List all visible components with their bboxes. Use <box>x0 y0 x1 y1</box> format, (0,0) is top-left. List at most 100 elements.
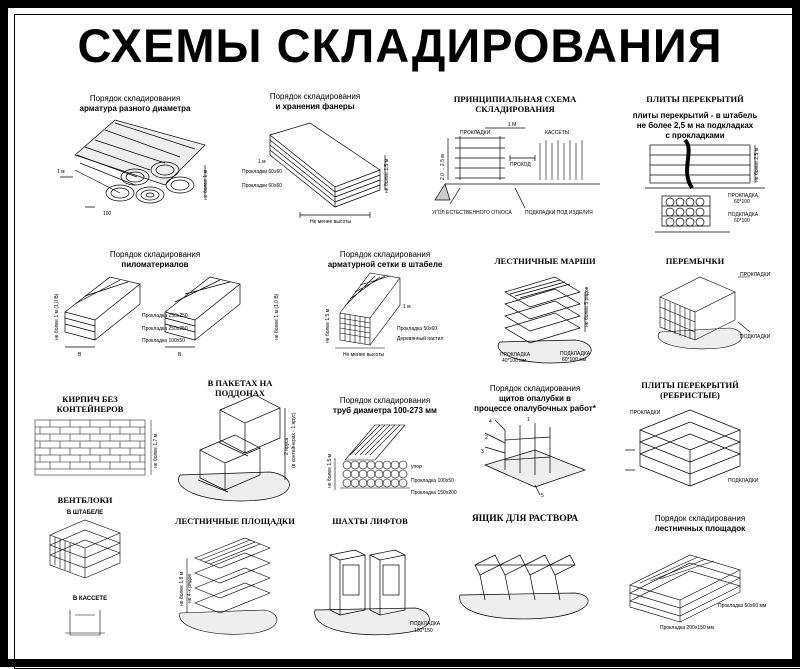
principal-caption-line2: СКЛАДИРОВАНИЯ <box>475 104 555 114</box>
stairs-label-4: ПРОКЛАДКА <box>500 352 531 358</box>
principal-label-6: УГОЛ ЕСТЕСТВЕННОГО ОТКОСА <box>432 210 512 216</box>
landings-order-line2: лестничных площадок <box>654 524 746 533</box>
principal-caption-line1: ПРИНЦИПИАЛЬНАЯ СХЕМА <box>453 94 577 104</box>
ribbed-slabs-subtitle: (РЕБРИСТЫЕ) <box>660 390 720 400</box>
floor-slabs-line2: не более 2,5 м на подкладках <box>636 121 754 130</box>
mesh-illustration: 1 м Прокладка 50х60 Деревянный настил Не… <box>325 272 443 358</box>
formwork-label-2: 2 <box>485 435 488 441</box>
lumber-label-1: Прокладка 250х250 <box>142 313 188 319</box>
plywood-label-2: Прокладки 60х60 <box>242 169 282 175</box>
landings-order-line1: Порядок складирования <box>654 514 746 523</box>
pallets-title: В ПАКЕТАХ НА ПОДДОНАХ <box>207 378 273 398</box>
mesh-caption-line1: Порядок складирования <box>339 250 431 259</box>
mesh-label-4: Не менее высоты <box>343 352 384 358</box>
stairs-illustration: не более 5 рядов ПОДКЛАДКА 60*100 мм ПРО… <box>497 276 592 364</box>
lumber-caption: Порядок складирования пиломатериалов <box>70 250 240 270</box>
floor-slabs-label-3: 60*100 <box>734 199 750 205</box>
ribbed-slabs-label-2: ПОДКЛАДКИ <box>728 478 759 484</box>
shafts-label-2: 100*150 <box>414 628 433 634</box>
pallets-label-1: 2 яруса <box>284 437 290 455</box>
plywood-label-5: Не менее высоты <box>310 219 351 225</box>
formwork-label-5: 5 <box>541 493 544 499</box>
rebar-illustration: 1 м 100 не более 1 м <box>57 119 209 217</box>
formwork-illustration: 1 2 3 4 5 <box>481 417 587 499</box>
plywood-caption-line2: и хранения фанеры <box>275 102 355 111</box>
lintels-label-2: ПОДКЛАДКИ <box>740 334 771 340</box>
vent-blocks-sub2: В КАССЕТЕ <box>72 596 108 602</box>
mesh-label-5: не более 1,5 м <box>325 308 331 343</box>
lintels-illustration: ПРОКЛАДКИ ПОДКЛАДКИ <box>657 272 771 350</box>
formwork-label-1: 1 <box>527 417 530 423</box>
landings-title: ЛЕСТНИЧНЫЕ ПЛОЩАДКИ <box>175 516 295 526</box>
pallets-label-2: (в контейнерах - 1 ярус) <box>290 412 297 468</box>
vent-blocks-sub1: В ШТАБЕЛЕ <box>66 510 104 516</box>
pipes-label-2: упор <box>411 464 422 470</box>
principal-label-2: 1 М <box>508 122 516 128</box>
principal-label-4: ПРОХОД <box>510 162 531 168</box>
floor-slabs-illustration: не более 2,5 м ПРОКЛАДКА 60*100 ПОДКЛАДК… <box>645 138 765 233</box>
plywood-illustration: 1 м Прокладки 60х60 Прокладки 60х60 не б… <box>242 122 390 225</box>
principal-label-5: 2.0 ... 2.5 м <box>440 154 446 180</box>
lumber-label-3: Прокладка 100х50 <box>142 338 185 344</box>
rebar-label-3: не более 1 м <box>203 169 209 200</box>
lumber-caption-line1: Порядок складирования <box>109 250 201 259</box>
mortar-box-illustration <box>459 554 589 620</box>
floor-slabs-line3: с прокладками <box>665 131 725 140</box>
lintels-title: ПЕРЕМЫЧКИ <box>665 256 725 266</box>
plywood-label-4: не более 1,5 м <box>384 158 390 193</box>
landings-order-label-2: Прокладка 200х150 мм <box>660 625 714 631</box>
formwork-caption: Порядок складирования щитов опалубки в п… <box>465 384 605 414</box>
pipes-label-3: Прокладка 100х50 <box>411 478 454 484</box>
poster-title: СХЕМЫ СКЛАДИРОВАНИЯ <box>77 19 723 72</box>
vent-blocks-illustration <box>49 519 121 636</box>
principal-label-7: ПОДКЛАДКИ ПОД ИЗДЕЛИЯ <box>525 210 593 216</box>
mesh-label-2: Прокладка 50х60 <box>397 326 437 332</box>
landings-label-2: не 4-х рядов <box>187 574 193 603</box>
plywood-label-3: Прокладки 60х60 <box>242 183 282 189</box>
plywood-label-1: 1 м <box>258 159 266 165</box>
floor-slabs-line1: плиты перекрытий - в штабель <box>632 111 758 120</box>
formwork-caption-line1: Порядок складирования <box>489 384 581 393</box>
rebar-caption-line1: Порядок складирования <box>89 94 181 103</box>
brick-label-1: не более 1,7 м <box>153 433 159 468</box>
formwork-caption-line3: процессе опалубочных работ* <box>474 404 596 413</box>
pipes-label-4: Прокладка 150х200 <box>411 490 457 496</box>
pipes-caption: Порядок складирования труб диаметра 100-… <box>315 396 455 416</box>
shafts-illustration: ПОДКЛАДКА 100*150 <box>314 549 441 636</box>
mesh-caption: Порядок складирования арматурной сетки в… <box>310 250 460 270</box>
shafts-title: ШАХТЫ ЛИФТОВ <box>332 516 408 526</box>
principal-illustration: ПРОКЛАДКИ 1 М КАССЕТЫ ПРОХОД 2.0 ... 2.5… <box>432 122 600 216</box>
floor-slabs-label-2: ПРОКЛАДКА <box>728 193 759 199</box>
mesh-label-3: Деревянный настил <box>397 335 443 342</box>
ribbed-slabs-label-1: ПРОКЛАДКИ <box>630 410 661 416</box>
pipes-illustration: не более 1,5 м упор Прокладка 100х50 Про… <box>327 424 457 496</box>
floor-slabs-label-1: не более 2,5 м <box>754 147 760 182</box>
shafts-label-1: ПОДКЛАДКА <box>410 621 441 627</box>
floor-slabs-label-5: 60*100 <box>734 218 750 224</box>
formwork-label-4: 4 <box>489 419 492 425</box>
pipes-caption-line1: Порядок складирования <box>339 396 431 405</box>
stairs-title: ЛЕСТНИЧНЫЕ МАРШИ <box>494 256 596 266</box>
lumber-label-4: В <box>78 352 82 358</box>
rebar-label-2: 100 <box>103 211 112 217</box>
vent-blocks-title: ВЕНТБЛОКИ <box>57 495 113 505</box>
mesh-label-1: 1 м <box>403 304 411 310</box>
landings-label-1: не более 1,8 м <box>179 571 185 606</box>
lumber-label-5: В <box>178 352 182 358</box>
floor-slabs-caption: плиты перекрытий - в штабель не более 2,… <box>620 111 770 141</box>
mesh-caption-line2: арматурной сетки в штабеле <box>327 260 443 269</box>
principal-label-3: КАССЕТЫ <box>545 130 570 136</box>
lumber-caption-line2: пиломатериалов <box>121 260 189 269</box>
landings-order-caption: Порядок складирования лестничных площадо… <box>625 514 775 534</box>
rebar-caption: Порядок складирования арматура разного д… <box>55 94 215 114</box>
pipes-caption-line2: труб диаметра 100-273 мм <box>333 406 437 415</box>
mortar-box-title: ЯЩИК ДЛЯ РАСТВОРА <box>471 514 579 524</box>
landings-order-illustration: Прокладка 60х60 мм Прокладка 200х150 мм <box>629 554 767 631</box>
rebar-label-1: 1 м <box>57 169 65 175</box>
stairs-label-5: 40*100 мм <box>502 358 527 364</box>
rebar-caption-line2: арматура разного диаметра <box>79 104 191 113</box>
lumber-label-7: не более 1 м (1,0 В) <box>274 293 280 340</box>
landings-illustration: не более 1,8 м не 4-х рядов <box>179 537 278 635</box>
ribbed-slabs-illustration: ПРОКЛАДКИ ПОДКЛАДКИ <box>625 409 759 487</box>
principal-label-1: ПРОКЛАДКИ <box>460 130 491 136</box>
